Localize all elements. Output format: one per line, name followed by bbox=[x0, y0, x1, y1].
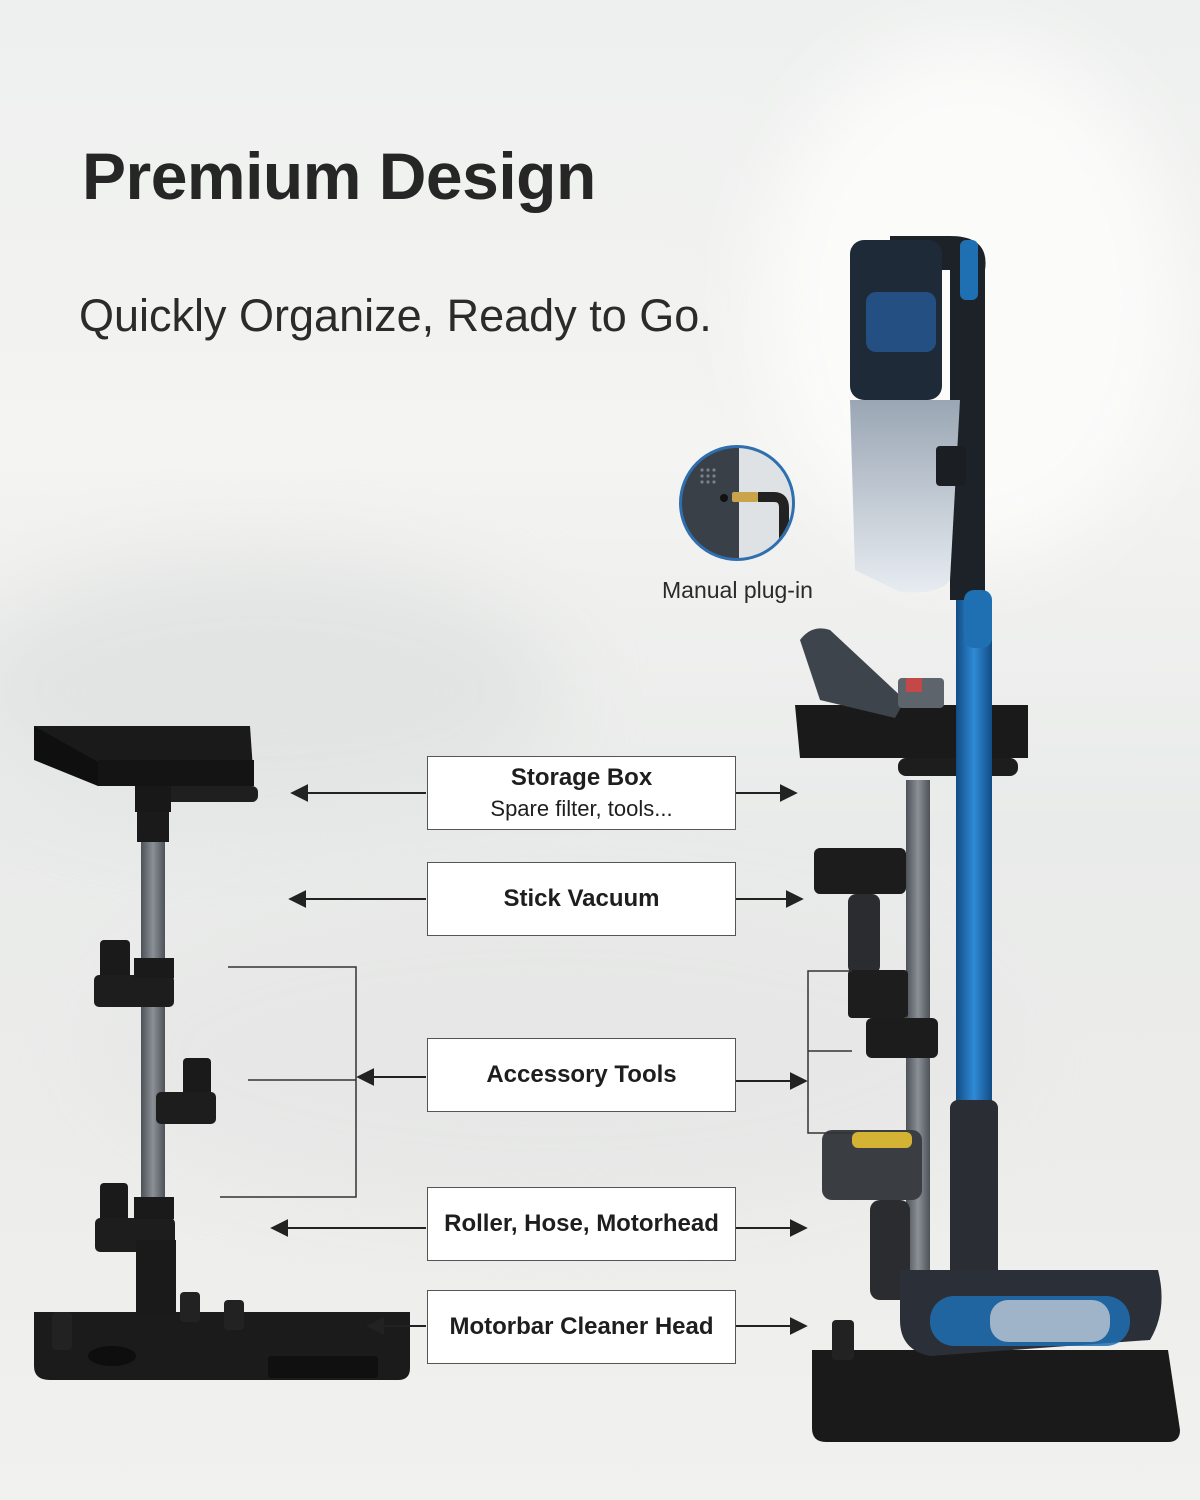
manual-plugin-label: Manual plug-in bbox=[662, 577, 813, 603]
storage-box-subtitle: Spare filter, tools... bbox=[490, 796, 673, 821]
accessory-tools-title: Accessory Tools bbox=[486, 1061, 677, 1088]
page-title: Premium Design bbox=[82, 139, 596, 213]
roller-hose-motorhead-label: Roller, Hose, Motorhead bbox=[427, 1187, 736, 1261]
page-subtitle: Quickly Organize, Ready to Go. bbox=[79, 290, 712, 341]
stick-vacuum-label: Stick Vacuum bbox=[427, 862, 736, 936]
loaded-stand-illustration bbox=[795, 236, 1180, 1442]
storage-box-label: Storage Box Spare filter, tools... bbox=[427, 756, 736, 830]
annotation-arrows bbox=[270, 784, 808, 1335]
motorbar-cleaner-head-title: Motorbar Cleaner Head bbox=[449, 1313, 714, 1340]
roller-hose-motorhead-title: Roller, Hose, Motorhead bbox=[444, 1210, 719, 1237]
charging-plug-icon bbox=[679, 445, 795, 561]
empty-stand-illustration bbox=[34, 726, 410, 1380]
storage-box-title: Storage Box bbox=[510, 764, 653, 791]
stick-vacuum-title: Stick Vacuum bbox=[503, 885, 660, 912]
motorbar-cleaner-head-label: Motorbar Cleaner Head bbox=[427, 1290, 736, 1364]
accessory-brackets bbox=[220, 966, 852, 1198]
accessory-tools-label: Accessory Tools bbox=[427, 1038, 736, 1112]
